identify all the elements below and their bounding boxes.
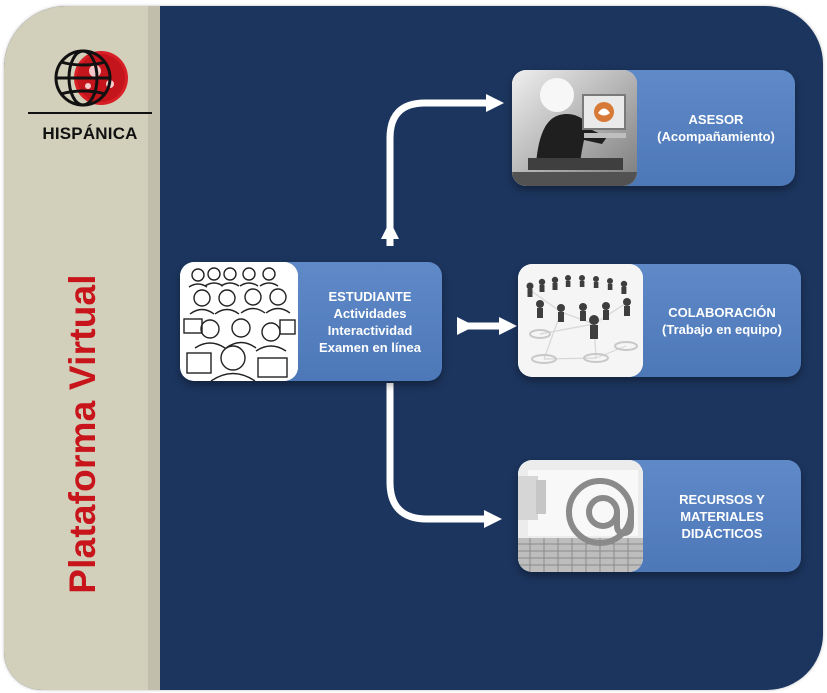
side-panel: HISPÁNICA Plataforma Virtual [4, 6, 160, 690]
collaboration-node: COLABORACIÓN (Trabajo en equipo) [518, 264, 801, 377]
brand-name: HISPÁNICA [42, 124, 138, 143]
collaboration-image [518, 264, 643, 377]
student-line-activities: Actividades [333, 305, 407, 321]
collaboration-title: COLABORACIÓN [668, 304, 776, 320]
globe-icon [54, 49, 128, 107]
resources-image [518, 460, 643, 572]
arrow-student-advisor [386, 94, 504, 239]
collaboration-subtitle: (Trabajo en equipo) [662, 321, 782, 337]
vertical-title: Plataforma Virtual [62, 274, 103, 594]
advisor-title: ASESOR [688, 112, 744, 127]
student-node: ESTUDIANTE Actividades Interactividad Ex… [180, 262, 442, 381]
resources-line-3: DIDÁCTICOS [681, 525, 763, 541]
arrow-student-resources [386, 383, 502, 528]
student-line-interactivity: Interactividad [327, 322, 413, 338]
resources-label: RECURSOS Y MATERIALES DIDÁCTICOS [643, 460, 801, 572]
resources-line-1: RECURSOS Y [679, 491, 765, 507]
advisor-label: ASESOR (Acompañamiento) [637, 70, 795, 186]
resources-node: RECURSOS Y MATERIALES DIDÁCTICOS [518, 460, 801, 572]
advisor-subtitle: (Acompañamiento) [657, 129, 775, 144]
brand-block: HISPÁNICA [28, 112, 152, 144]
slide: HISPÁNICA Plataforma Virtual [4, 6, 823, 690]
tutor-computer-icon [512, 70, 637, 186]
network-people-icon [518, 264, 643, 377]
resources-line-2: MATERIALES [680, 508, 764, 524]
advisor-node: ASESOR (Acompañamiento) [512, 70, 795, 186]
classroom-image [180, 262, 298, 381]
collaboration-label: COLABORACIÓN (Trabajo en equipo) [643, 264, 801, 377]
classroom-icon [180, 262, 298, 381]
at-sign-icon [518, 460, 643, 572]
advisor-image [512, 70, 637, 186]
student-title: ESTUDIANTE [328, 288, 412, 304]
side-panel-shade [148, 6, 160, 690]
student-line-exam: Examen en línea [319, 339, 421, 355]
student-label: ESTUDIANTE Actividades Interactividad Ex… [298, 262, 442, 381]
